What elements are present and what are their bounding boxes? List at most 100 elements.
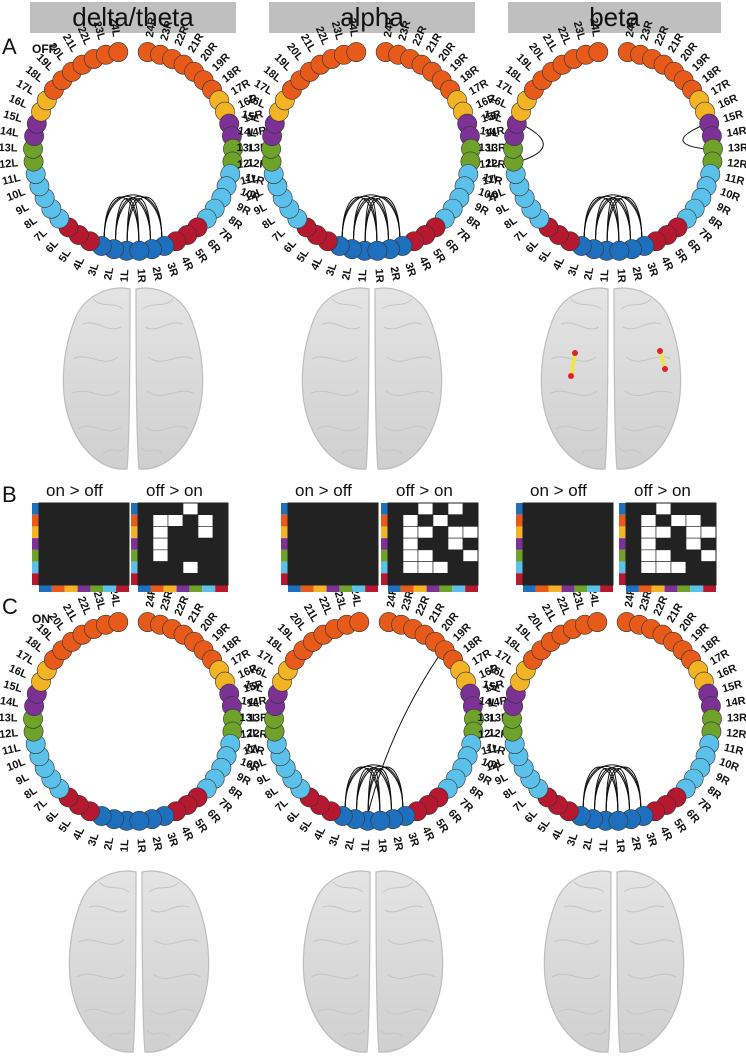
connection-line [344,765,392,812]
matrix-cell [670,502,687,516]
electrode-node-1r [367,240,388,261]
electrode-label: 13L [236,142,255,154]
electrode-label: 24L [107,17,122,38]
matrix-cell [447,514,464,527]
matrix-cell [685,537,702,551]
electrode-label: 24L [345,17,360,38]
matrix-cell [522,514,539,527]
connection-line [115,195,163,242]
connection-line [594,765,642,812]
electrode-label: 8L [22,784,40,801]
electrode-label: 14L [0,695,20,710]
brain-gyrus [385,390,435,396]
electrode-label: 12L [0,727,19,741]
matrix-cell [417,572,434,586]
matrix-cell [182,549,199,562]
matrix-border [38,502,130,586]
matrix-cell [700,561,717,574]
matrix-row-color [281,503,288,515]
matrix-cell [700,514,717,527]
electrode-label: 8L [501,784,519,801]
matrix-cell [152,526,169,539]
electrode-label: 23R [396,19,413,42]
matrix-cell [640,526,657,539]
electrode-node-24l [346,42,367,62]
matrix-cell [670,537,687,551]
connection-line [367,768,392,813]
matrix-cell [332,572,349,586]
matrix-cell [522,561,539,574]
matrix-col-color [103,585,117,592]
matrix-cell [83,502,100,516]
matrix-cell [38,537,55,551]
electrode-label: 2R [150,266,164,282]
matrix-cell [347,502,364,516]
matrix-col-color [574,585,588,592]
electrode-label: 11L [239,172,260,188]
matrix-cell [212,526,229,539]
electrode-label: 14R [246,125,268,140]
matrix-cell [53,537,70,551]
electrode-label: 9R [234,771,252,788]
brain-gyrus [102,446,126,455]
brain-gyrus [583,1029,607,1038]
matrix-cell [625,514,642,527]
matrix-row-color [619,573,626,585]
matrix-row-color [516,503,523,515]
electrode-label: 2R [391,836,405,852]
matrix-cell [362,537,379,551]
connectogram-off-alpha: 1L2L3L4L5L6L7L8L9L10L11L12L13L14L15L16L1… [236,16,506,283]
matrix-cell [152,502,169,516]
electrode-label: 14R [726,125,746,140]
electrode-label: 11R [244,742,266,758]
matrix-cell [98,526,115,539]
electrode-label: 3R [644,261,660,278]
matrix-cell [167,537,184,551]
electrode-label: 5R [192,247,210,265]
connection-line [103,196,140,243]
matrix-cell [537,561,554,574]
electrode-label: 1L [599,269,612,283]
electrode-label: 11R [482,172,504,188]
matrix-alpha-off-on [381,502,479,592]
right-hemisphere [613,287,682,470]
matrix-beta-off-on [619,502,717,592]
matrix-row-color [381,526,388,539]
matrix-col-color [523,585,536,592]
matrix-cell [432,537,449,551]
matrix-cell [38,549,55,562]
matrix-cell [98,537,115,551]
connection-line [682,125,706,150]
matrix-col-color [664,585,678,592]
electrode-label: 24L [586,587,601,608]
matrix-cell [113,514,130,527]
matrix-cell [567,549,584,562]
electrode-label: 4R [416,255,433,273]
matrix-row-color [131,514,138,527]
matrix-cell [462,561,479,574]
matrix-row-color [619,538,626,550]
electrode-label: 23L [571,20,588,42]
brain-gyrus [321,322,361,330]
brain-illustration-off-delta [62,287,204,470]
matrix-col-color [677,585,691,592]
matrix-cell [402,549,419,562]
matrix-cell [597,537,614,551]
matrix-cell [432,549,449,562]
matrix-col-color [202,585,216,592]
electrode-label: 8L [502,214,520,231]
matrix-cell [670,514,687,527]
matrix-cell [655,561,672,574]
matrix-col-color [189,585,203,592]
matrix-row-color [619,561,626,574]
matrix-cell [462,537,479,551]
connection-line [356,767,392,812]
matrix-row-color [131,573,138,585]
matrix-cell [68,526,85,539]
matrix-cell [432,561,449,574]
matrix-cell [402,572,419,586]
matrix-cell [640,502,657,516]
electrode-label: 7L [512,227,530,245]
brain-gyrus [570,298,602,310]
